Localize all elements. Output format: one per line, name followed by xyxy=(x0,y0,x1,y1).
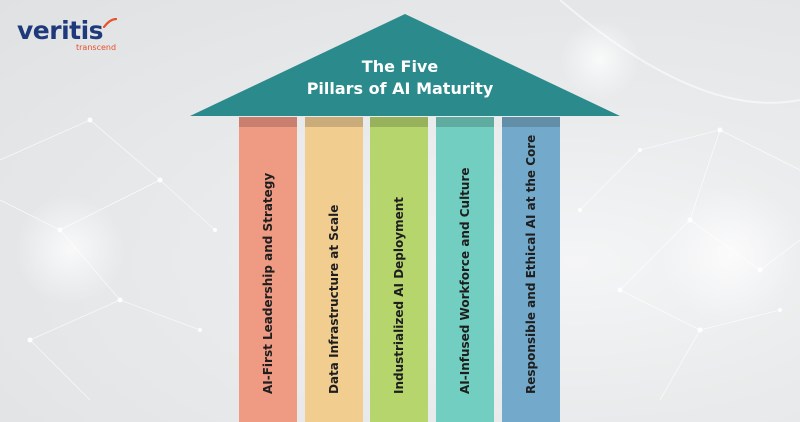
logo-swoosh-icon xyxy=(103,18,117,28)
pillar-label: Industrialized AI Deployment xyxy=(392,197,406,394)
pillar-body: Responsible and Ethical AI at the Core xyxy=(502,127,560,422)
pillar-label: Data Infrastructure at Scale xyxy=(327,204,341,394)
title-line-2: Pillars of AI Maturity xyxy=(306,79,494,98)
roof-triangle xyxy=(190,14,620,116)
logo-tagline: transcend xyxy=(76,43,117,52)
title-line-1: The Five xyxy=(361,57,439,76)
pillar-label: AI-Infused Workforce and Culture xyxy=(458,167,472,394)
diagram-title: The Five Pillars of AI Maturity xyxy=(240,56,560,100)
pillar-leadership-strategy: AI-First Leadership and Strategy xyxy=(239,117,297,422)
pillar-body: AI-First Leadership and Strategy xyxy=(239,127,297,422)
pillar-responsible-ai: Responsible and Ethical AI at the Core xyxy=(502,117,560,422)
pillar-label: AI-First Leadership and Strategy xyxy=(261,172,275,394)
pillar-ai-deployment: Industrialized AI Deployment xyxy=(370,117,428,422)
pillar-data-infrastructure: Data Infrastructure at Scale xyxy=(305,117,363,422)
pillar-workforce-culture: AI-Infused Workforce and Culture xyxy=(436,117,494,422)
pillar-body: Data Infrastructure at Scale xyxy=(305,127,363,422)
pillar-cap xyxy=(502,117,560,127)
pillar-cap xyxy=(305,117,363,127)
veritis-logo: veritis transcend xyxy=(17,16,127,56)
pillar-body: AI-Infused Workforce and Culture xyxy=(436,127,494,422)
pillar-cap xyxy=(370,117,428,127)
pillar-label: Responsible and Ethical AI at the Core xyxy=(524,134,538,394)
pillar-cap xyxy=(436,117,494,127)
pillar-cap xyxy=(239,117,297,127)
pillar-body: Industrialized AI Deployment xyxy=(370,127,428,422)
logo-wordmark: veritis xyxy=(17,16,104,45)
